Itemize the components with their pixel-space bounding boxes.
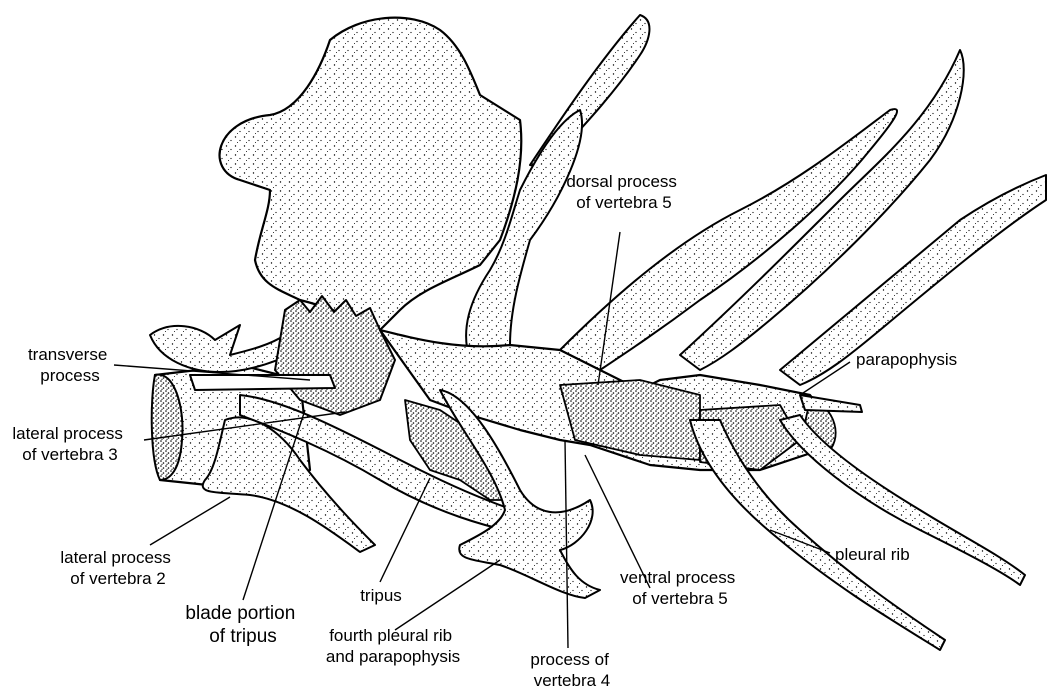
label-dorsal-process-v5: dorsal process of vertebra 5 [566,172,681,212]
transverse-process-rod [190,375,335,390]
label-blade-portion: blade portion of tripus [185,603,300,647]
label-lateral-process-v2: lateral process of vertebra 2 [60,548,175,588]
label-pleural-rib: pleural rib [835,545,910,564]
label-parapophysis: parapophysis [856,350,957,369]
label-lateral-process-v3: lateral process of vertebra 3 [12,424,127,464]
parapophysis-bone [800,395,862,412]
label-fourth-pleural-rib: fourth pleural rib and parapophysis [326,626,460,666]
label-transverse-process: transverse process [28,345,112,385]
dorsal-plate-bone [220,18,522,330]
label-tripus: tripus [360,586,402,605]
centrum-band-dark [560,380,700,460]
label-ventral-process-v5: ventral process of vertebra 5 [620,568,740,608]
leader-fourth-pleural-rib [395,560,500,630]
leader-lateral-process-v2 [150,497,230,545]
label-process-v4: process of vertebra 4 [530,650,613,690]
neural-spine-4 [680,50,964,370]
